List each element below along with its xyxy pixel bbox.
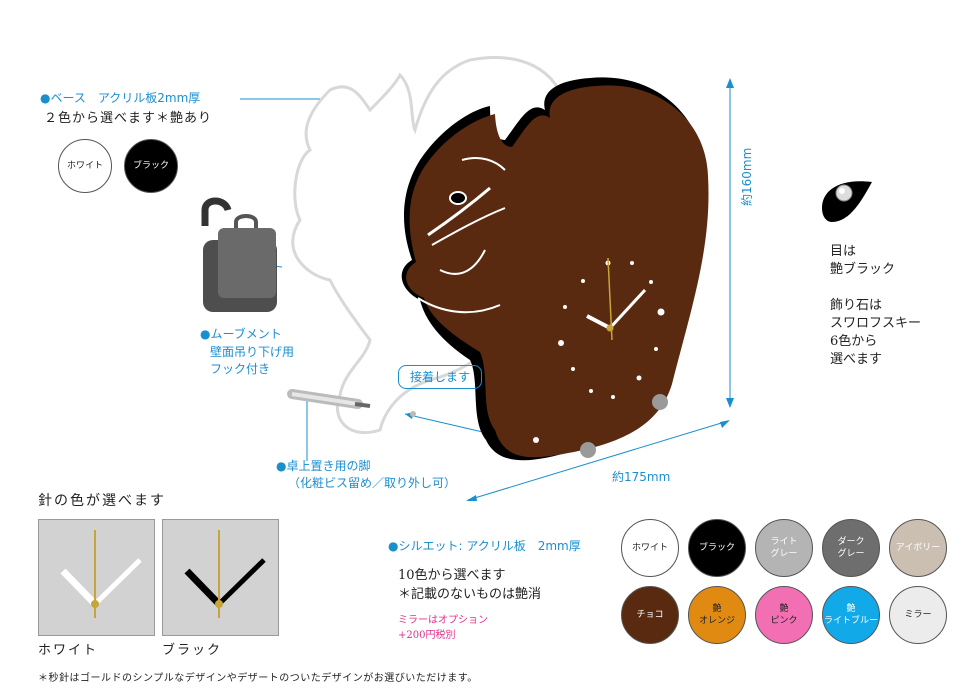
black-hand-icon [184, 530, 266, 618]
silhouette-color-swatch[interactable]: ミラー [889, 586, 947, 644]
glue-label: 接着します [398, 365, 482, 389]
base-white-swatch[interactable]: ホワイト [58, 139, 112, 193]
silhouette-title: ●シルエット: アクリル板 2mm厚 [388, 539, 581, 553]
swatch-label: ブラック [698, 543, 735, 553]
silhouette-color-swatch[interactable]: チョコ [621, 586, 679, 644]
footnote: ＊秒針はゴールドのシンプルなデザインやデザートのついたデザインがお選びいただけま… [38, 673, 478, 684]
hand-black-label: ブラック [162, 643, 223, 658]
swatch-label: ライト グレー [770, 537, 798, 559]
swatch-label: 艶 ライトブルー [823, 604, 878, 626]
hand-option-white[interactable] [38, 519, 155, 636]
silhouette-color-swatch[interactable]: 艶 ライトブルー [822, 586, 880, 644]
silhouette-color-swatch[interactable]: ダーク グレー [822, 519, 880, 577]
swatch-label: 艶 ピンク [770, 604, 798, 626]
mirror-option-note: ミラーはオプション [398, 615, 488, 626]
hands-title: 針の色が選べます [38, 493, 166, 509]
silhouette-line1: 10色から選べます [398, 568, 506, 583]
swatch-label: ミラー [904, 610, 932, 620]
leg-title: ●卓上置き用の脚 [276, 459, 371, 473]
silhouette-color-swatch[interactable]: 艶 ピンク [755, 586, 813, 644]
silhouette-color-swatch[interactable]: ホワイト [621, 519, 679, 577]
silhouette-line2: ＊記載のないものは艶消 [398, 587, 542, 602]
silhouette-color-swatch[interactable]: アイボリー [889, 519, 947, 577]
dim-width: 約175mm [612, 470, 671, 484]
leg-note: （化粧ビス留め／取り外し可） [288, 476, 457, 490]
white-hand-icon [60, 530, 142, 618]
hand-white-label: ホワイト [38, 643, 99, 658]
movement-line3: フック付き [210, 362, 271, 376]
silhouette-color-swatch[interactable]: 艶 オレンジ [688, 586, 746, 644]
dim-height: 約160mm [740, 147, 754, 206]
movement-title: ●ムーブメント [200, 327, 282, 341]
base-black-swatch[interactable]: ブラック [124, 139, 178, 193]
movement-line2: 壁面吊り下げ用 [210, 345, 295, 359]
mirror-price: +200円税別 [398, 630, 456, 641]
base-note: ２色から選べます＊艶あり [44, 111, 213, 126]
swatch-label: ホワイト [631, 543, 668, 553]
swatch-label: チョコ [636, 610, 664, 620]
silhouette-color-swatch[interactable]: ライト グレー [755, 519, 813, 577]
swatch-label: ダーク グレー [837, 537, 865, 559]
swatch-label: 艶 オレンジ [698, 604, 735, 626]
base-title: ●ベース アクリル板2mm厚 [40, 91, 201, 105]
swatch-label: アイボリー [895, 543, 941, 553]
hand-option-black[interactable] [162, 519, 279, 636]
silhouette-color-swatch[interactable]: ブラック [688, 519, 746, 577]
eye-description: 目は 艶ブラック 飾り石は スワロフスキー 6色から 選べます [830, 244, 922, 367]
